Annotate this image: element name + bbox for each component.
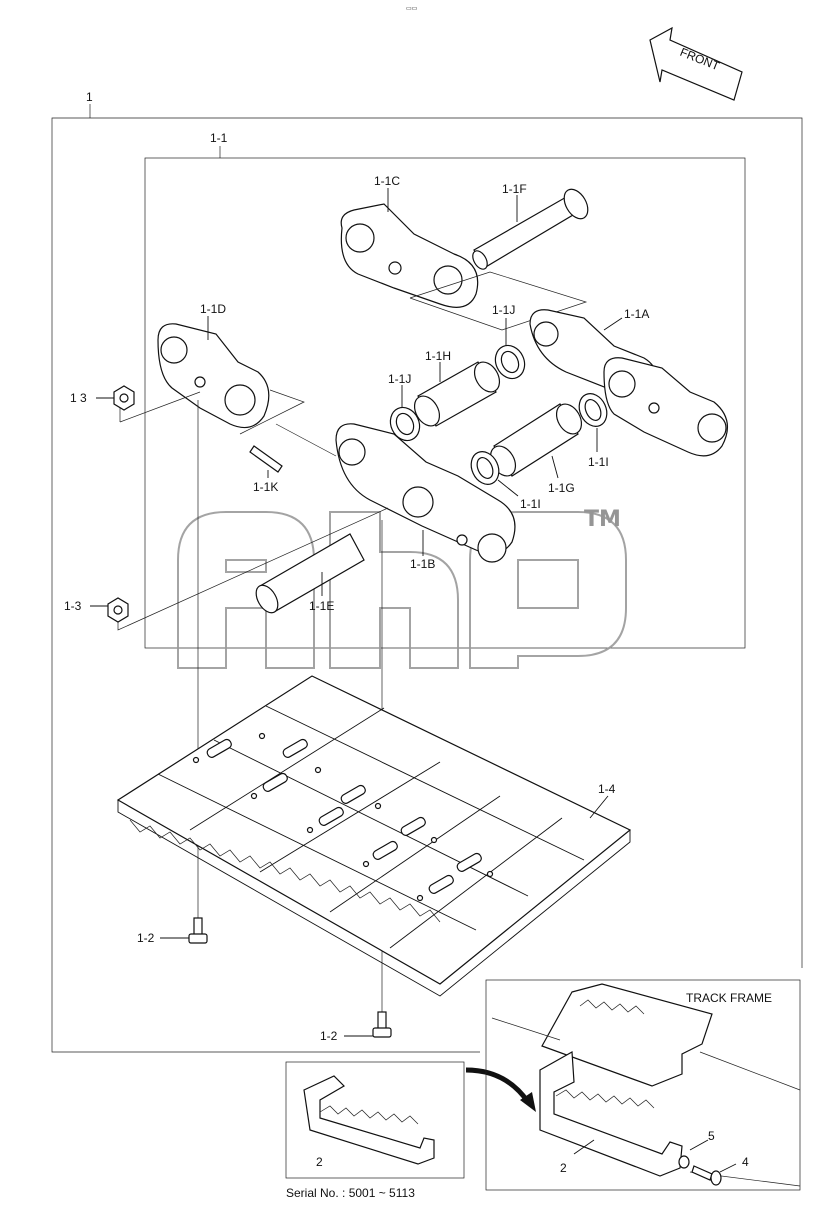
watermark: TM xyxy=(177,507,627,669)
seal-1-1I-left xyxy=(470,451,500,485)
label-2-a: 2 xyxy=(316,1155,323,1169)
label-1-2-a: 1-2 xyxy=(137,931,155,945)
label-4: 4 xyxy=(742,1155,749,1169)
label-1-3-b: 1-3 xyxy=(64,599,82,613)
frame-1-1 xyxy=(144,157,746,649)
label-1-1A: 1-1A xyxy=(624,307,649,321)
label-1-2-b: 1-2 xyxy=(320,1029,338,1043)
seal-1-1J-upper xyxy=(494,344,526,380)
label-1: 1 xyxy=(86,90,93,104)
nut-1-3-lower xyxy=(107,597,129,623)
inset-track-frame xyxy=(485,979,801,1191)
track-frame-drawing xyxy=(491,983,801,1187)
bushing-1-1G xyxy=(489,403,583,477)
guard-2-inset xyxy=(303,1075,435,1165)
link-1-1C xyxy=(340,203,479,308)
washer-5 xyxy=(678,1155,690,1169)
label-1-1I-a: 1-1I xyxy=(588,455,609,469)
spring-pin-1-1K xyxy=(249,445,283,473)
pin-1-1E xyxy=(255,533,365,614)
top-mark: ▭▭ xyxy=(406,6,418,12)
bolt-4 xyxy=(691,1165,722,1186)
label-1-1B: 1-1B xyxy=(410,557,435,571)
track-shoes-1-4 xyxy=(116,675,632,997)
bolt-1-2-right xyxy=(372,1011,392,1038)
frame-1 xyxy=(51,117,803,1053)
link-1-1D xyxy=(157,323,270,429)
inset-guard xyxy=(285,1061,465,1179)
label-1-1G: 1-1G xyxy=(548,481,575,495)
label-1-1I-b: 1-1I xyxy=(520,497,541,511)
seal-1-1I-right xyxy=(578,393,608,427)
inset-arrow-head xyxy=(520,1092,536,1112)
label-1-1J-b: 1-1J xyxy=(492,303,515,317)
pin-1-1F xyxy=(472,188,589,270)
guard-2-mounted xyxy=(539,1051,683,1177)
label-1-1D: 1-1D xyxy=(200,302,226,316)
link-1-1A xyxy=(529,309,729,457)
inset-arrow xyxy=(465,1067,531,1104)
label-1-1E: 1-1E xyxy=(309,599,334,613)
watermark-tm: TM xyxy=(584,507,621,532)
label-2-b: 2 xyxy=(560,1161,567,1175)
label-1-1J-a: 1-1J xyxy=(388,372,411,386)
label-1-1K: 1-1K xyxy=(253,480,278,494)
bolt-1-2-left xyxy=(188,917,208,944)
label-1-1F: 1-1F xyxy=(502,182,527,196)
bushing-1-1H xyxy=(413,361,501,427)
label-1-1: 1-1 xyxy=(210,131,228,145)
label-1-1C: 1-1C xyxy=(374,174,400,188)
label-1-4: 1-4 xyxy=(598,782,616,796)
label-1-1H: 1-1H xyxy=(425,349,451,363)
nut-1-3-upper xyxy=(113,385,135,411)
track-frame-label: TRACK FRAME xyxy=(686,991,772,1005)
serial-text: Serial No. : 5001 ~ 5113 xyxy=(286,1186,415,1200)
label-5: 5 xyxy=(708,1129,715,1143)
front-arrow: FRONT xyxy=(649,26,743,101)
label-1-3-a: 1 3 xyxy=(70,391,87,405)
seal-1-1J-lower xyxy=(389,406,421,442)
link-1-1B xyxy=(335,423,516,563)
